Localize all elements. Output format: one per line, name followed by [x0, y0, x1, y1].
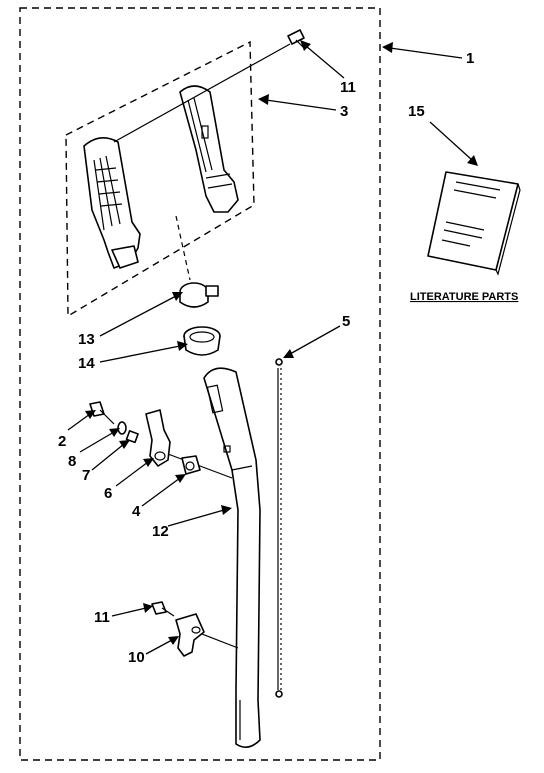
- screw-11-top: [287, 29, 305, 49]
- assembly-boundary: [19, 7, 381, 761]
- callout-2: 2: [58, 433, 66, 450]
- leader-lines: [67, 40, 478, 655]
- cord-hook-alignment-line: [201, 633, 239, 649]
- hook-alignment-line: [167, 453, 233, 479]
- centerline: [175, 215, 191, 281]
- cord-5: [275, 358, 283, 698]
- handle-tube-12: [203, 367, 261, 748]
- callout-4: 4: [132, 503, 141, 520]
- callout-11-bottom: 11: [94, 609, 110, 626]
- nut-7: [125, 430, 139, 444]
- callout-1: 1: [466, 50, 474, 67]
- screw-alignment-line: [113, 43, 291, 143]
- callout-12: 12: [152, 523, 169, 540]
- callout-14: 14: [78, 355, 95, 372]
- callout-5: 5: [342, 313, 350, 330]
- screw-11-bottom: [151, 601, 175, 617]
- callout-7: 7: [82, 467, 90, 484]
- callout-11-top: 11: [340, 79, 356, 96]
- callout-3: 3: [340, 103, 348, 120]
- clamp-13: [179, 282, 219, 308]
- clip-4: [181, 455, 201, 475]
- hook-6: [145, 409, 171, 467]
- cord-hook-10: [175, 613, 205, 657]
- handle-subassembly-boundary: [65, 40, 255, 318]
- collar-14: [183, 326, 221, 356]
- washer-8: [117, 421, 127, 435]
- callout-6: 6: [104, 485, 112, 502]
- callout-8: 8: [68, 453, 76, 470]
- handle-grip-left: [83, 137, 141, 269]
- handle-grip-right: [179, 85, 239, 213]
- callout-10: 10: [128, 649, 145, 666]
- callout-13: 13: [78, 331, 95, 348]
- literature-booklet-15: [427, 171, 521, 276]
- callout-15: 15: [408, 103, 425, 120]
- literature-parts-label: LITERATURE PARTS: [410, 291, 518, 303]
